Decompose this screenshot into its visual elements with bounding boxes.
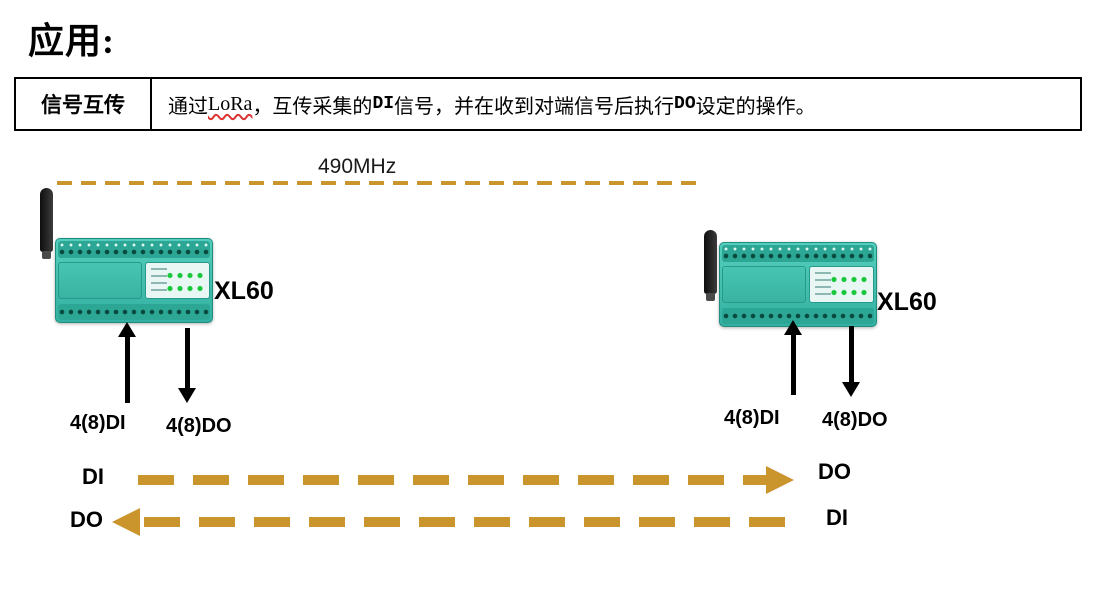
desc-text: 通过: [168, 95, 208, 118]
desc-text: ，互传采集的: [252, 95, 373, 118]
arrow-down-icon: [842, 382, 860, 397]
flow-dashed-line: [144, 517, 804, 527]
output-count-label: 4(8)DO: [822, 409, 888, 431]
lora-text: LoRa: [208, 92, 253, 115]
flow-source-label: DI: [82, 464, 104, 489]
input-count-label: 4(8)DI: [724, 407, 780, 429]
arrow-line: [849, 326, 854, 384]
radio-link-dashed-line: [57, 181, 703, 185]
terminal-strip-bottom: [722, 308, 874, 324]
led-indicators-icon: [829, 273, 868, 298]
device-cover: [722, 266, 806, 303]
table-header-cell: 信号互传: [16, 79, 152, 129]
terminal-strip-bottom: [58, 304, 210, 320]
flow-target-label: DO: [70, 507, 103, 532]
flow-dashed-line: [138, 475, 766, 485]
frequency-label: 490MHz: [318, 155, 397, 178]
page-title: 应用:: [28, 21, 115, 61]
antenna-icon: [40, 188, 53, 259]
lora-device-left: [40, 188, 213, 323]
arrow-line: [185, 328, 190, 390]
output-count-label: 4(8)DO: [166, 415, 232, 437]
antenna-icon: [704, 230, 717, 301]
lora-device-right: [704, 230, 877, 327]
arrow-down-icon: [178, 388, 196, 403]
desc-text: 信号，并在收到对端信号后执行: [394, 95, 675, 118]
arrow-line: [791, 333, 796, 395]
arrow-left-icon: [112, 508, 140, 536]
flow-source-label: DI: [826, 505, 848, 530]
led-indicators-icon: [165, 269, 204, 294]
arrow-line: [125, 335, 130, 403]
terminal-strip-top: [722, 245, 874, 262]
led-panel: [809, 266, 874, 303]
terminal-strip-top: [58, 241, 210, 258]
panel-markings: [151, 268, 167, 294]
device-cover: [58, 262, 142, 299]
do-text: DO: [674, 94, 696, 114]
device-model-label: XL60: [214, 277, 274, 305]
arrow-right-icon: [766, 466, 794, 494]
desc-text: 设定的操作。: [695, 95, 816, 118]
led-panel: [145, 262, 210, 299]
arrow-up-icon: [784, 320, 802, 335]
flow-target-label: DO: [818, 459, 851, 484]
arrow-up-icon: [118, 322, 136, 337]
di-text: DI: [372, 94, 395, 114]
device-model-label: XL60: [877, 288, 937, 316]
input-count-label: 4(8)DI: [70, 412, 126, 434]
panel-markings: [815, 272, 831, 298]
table-description-cell: 通过 LoRa，互传采集的 DI 信号，并在收到对端信号后执行 DO 设定的操作…: [152, 79, 1080, 129]
info-table: 信号互传 通过 LoRa，互传采集的 DI 信号，并在收到对端信号后执行 DO …: [14, 77, 1082, 131]
